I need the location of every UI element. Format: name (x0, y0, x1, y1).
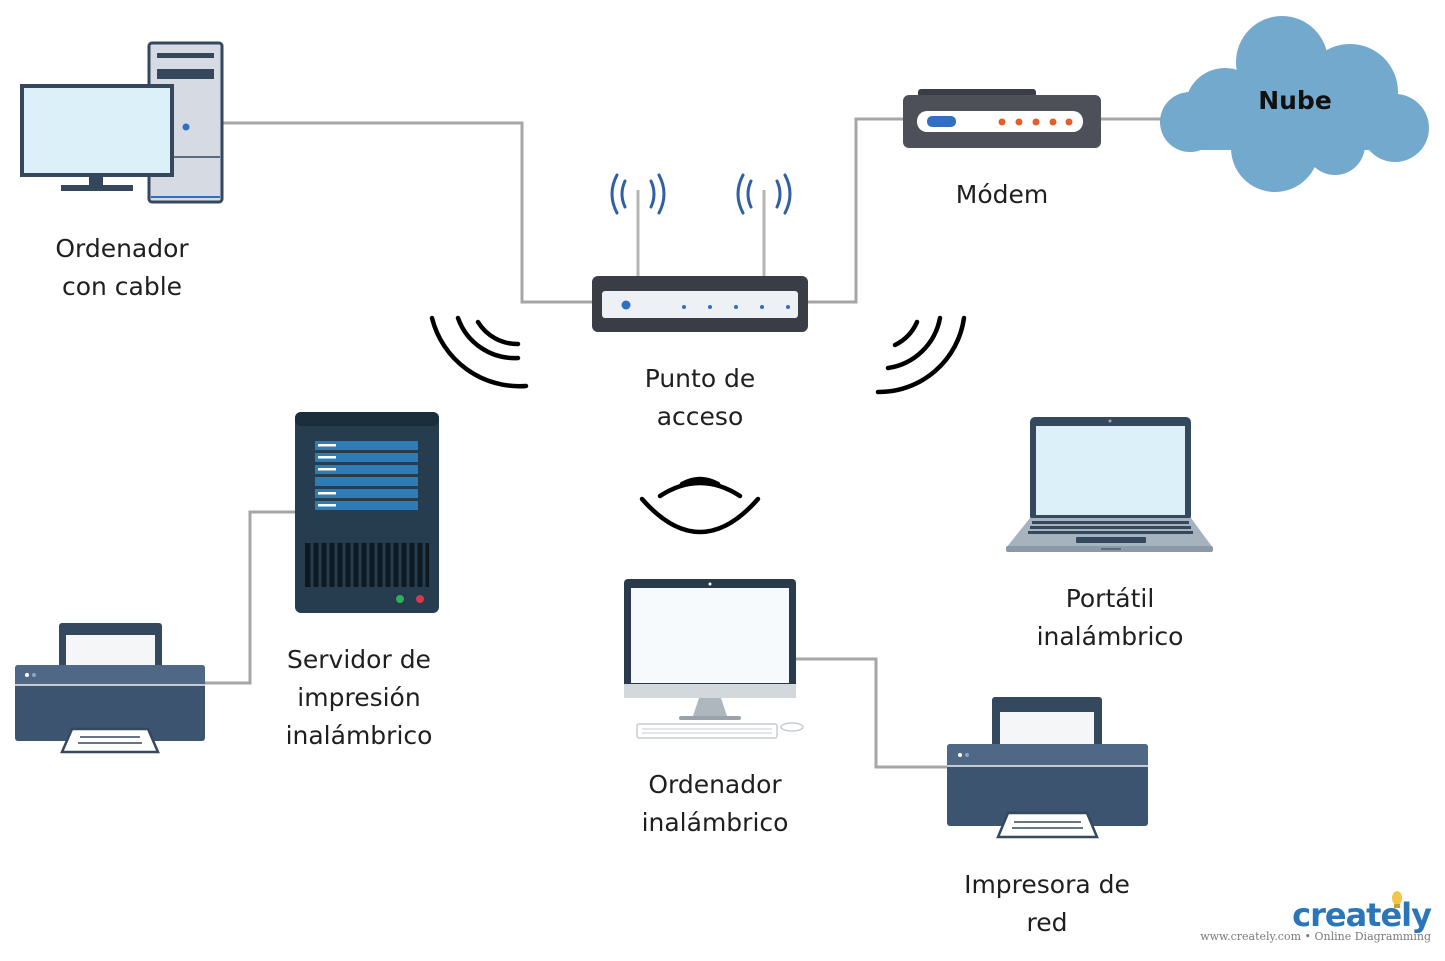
wire-printer-to-print-server (205, 510, 298, 685)
label-line: impresión (297, 683, 421, 712)
label-line: con cable (61, 272, 183, 301)
network-printer-icon (947, 697, 1148, 839)
access-point-icon (592, 173, 808, 332)
laptop-icon (1006, 417, 1213, 552)
label-cloud: Nube (1258, 86, 1332, 115)
label-wired-pc: Ordenador con cable (22, 230, 222, 306)
wireless-pc-icon (624, 579, 804, 739)
label-line: Ordenador (55, 234, 189, 263)
brand-logo: creately (1292, 896, 1432, 934)
modem-icon (903, 89, 1101, 148)
wire-pc-to-access-point (222, 121, 594, 304)
brand-bulb-icon (1392, 891, 1402, 908)
wired-pc-icon (20, 41, 224, 204)
label-print-server: Servidor de impresión inalámbrico (264, 641, 454, 755)
label-line: inalámbrico (285, 721, 433, 750)
wire-wireless-pc-to-network-printer (795, 657, 948, 769)
label-line: Ordenador (648, 770, 782, 799)
label-wireless-pc: Ordenador inalámbrico (620, 766, 810, 842)
label-modem: Módem (922, 176, 1082, 214)
cloud-icon (1160, 16, 1429, 192)
label-line: inalámbrico (1036, 622, 1184, 651)
label-access-point: Punto de acceso (610, 360, 790, 436)
label-line: inalámbrico (641, 808, 789, 837)
label-line: Impresora de (964, 870, 1130, 899)
label-line: Módem (955, 180, 1049, 209)
label-network-printer: Impresora de red (947, 866, 1147, 942)
connection-lines (205, 117, 1165, 769)
wireless-signal-left (429, 315, 529, 389)
wireless-signal-bottom (639, 476, 761, 535)
print-server-icon (295, 412, 439, 613)
label-wireless-laptop: Portátil inalámbrico (1020, 580, 1200, 656)
label-line: Portátil (1065, 584, 1155, 613)
label-line: Punto de (644, 364, 756, 393)
label-line: red (1026, 908, 1068, 937)
label-line: Servidor de (287, 645, 431, 674)
printer-left-icon (15, 623, 205, 754)
wire-access-point-to-modem (808, 117, 904, 304)
wireless-signal-right (875, 315, 967, 395)
brand-tagline: www.creately.com • Online Diagramming (1200, 930, 1431, 943)
brand-watermark: creately www.creately.com • Online Diagr… (1200, 896, 1432, 943)
label-line: acceso (656, 402, 744, 431)
